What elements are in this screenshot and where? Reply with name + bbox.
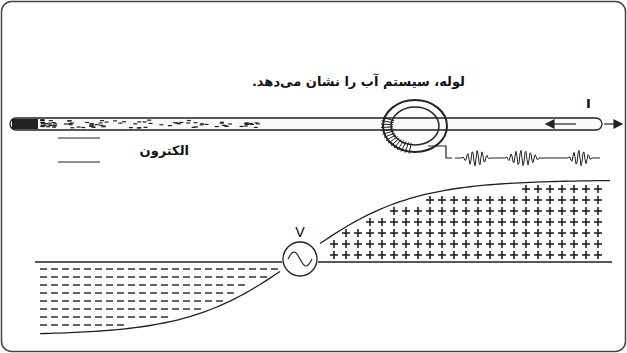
negative-charges (40, 269, 278, 325)
current-coil (381, 100, 452, 158)
electron-dashes (40, 120, 260, 128)
signal-waveform (455, 150, 600, 165)
electron-leaders (58, 138, 100, 162)
current-label: I (586, 96, 591, 112)
voltage-source: V (281, 225, 319, 278)
voltage-label: V (295, 225, 305, 240)
electron-label: الکترون (140, 143, 189, 159)
potential-curve (35, 181, 612, 334)
water-pipe (10, 118, 602, 130)
source-circle (281, 240, 319, 278)
positive-charges (330, 185, 602, 259)
current-arrows (546, 120, 622, 128)
pipe-caption: لوله، سیستم آب را نشان می‌دهد. (252, 74, 465, 90)
